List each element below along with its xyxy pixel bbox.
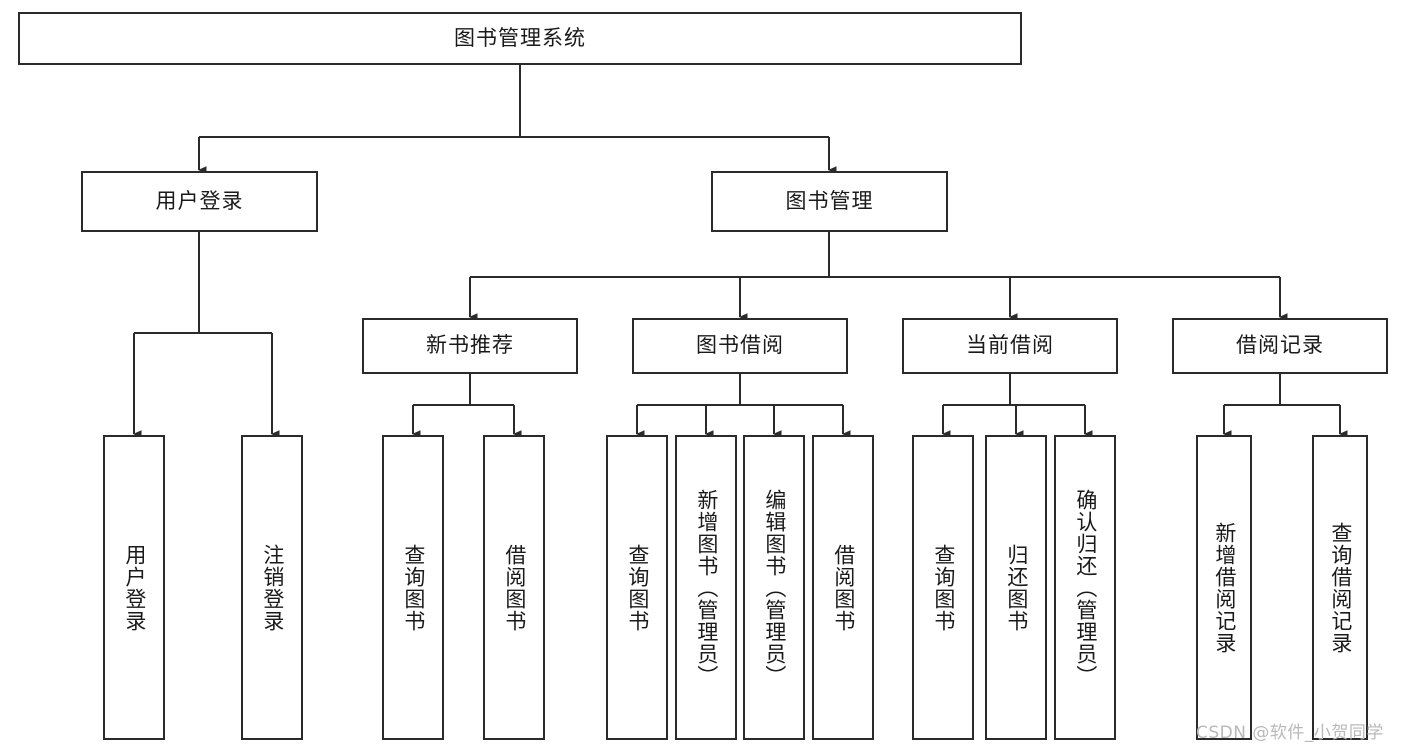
node-label: 注销登录 <box>260 543 285 632</box>
node-label: 图书借阅 <box>696 333 784 358</box>
node-label: 新增借阅记录 <box>1212 521 1237 654</box>
node-leaf-rec-query[interactable]: 查询图书 <box>382 435 444 740</box>
node-root[interactable]: 图书管理系统 <box>18 12 1022 65</box>
connector-lines <box>132 65 1348 438</box>
node-leaf-bb-query[interactable]: 查询图书 <box>606 435 668 740</box>
node-leaf-rec-borrow[interactable]: 借阅图书 <box>483 435 545 740</box>
node-label: 归还图书 <box>1004 543 1029 632</box>
node-label: 图书管理系统 <box>454 25 586 50</box>
node-leaf-bb-edit[interactable]: 编辑图书（管理员） <box>743 435 805 740</box>
node-borrow-record[interactable]: 借阅记录 <box>1172 318 1388 374</box>
node-leaf-br-query[interactable]: 查询借阅记录 <box>1312 435 1368 740</box>
node-leaf-bb-borrow[interactable]: 借阅图书 <box>812 435 874 740</box>
node-label: 查询借阅记录 <box>1328 521 1353 654</box>
node-leaf-cb-return[interactable]: 归还图书 <box>985 435 1047 740</box>
node-label: 用户登录 <box>155 188 244 213</box>
node-label: 借阅记录 <box>1236 333 1324 358</box>
node-label: 借阅图书 <box>502 543 527 632</box>
node-leaf-user-login[interactable]: 用户登录 <box>103 435 165 740</box>
node-current-borrow[interactable]: 当前借阅 <box>902 318 1118 374</box>
node-leaf-bb-add[interactable]: 新增图书（管理员） <box>675 435 737 740</box>
node-label: 当前借阅 <box>966 333 1054 358</box>
csdn-watermark: CSDN @软件_小贺同学 <box>1196 723 1384 743</box>
node-label: 确认归还（管理员） <box>1073 488 1098 687</box>
node-label: 用户登录 <box>122 543 147 632</box>
node-user-login[interactable]: 用户登录 <box>81 171 318 232</box>
node-label: 查询图书 <box>401 543 426 632</box>
node-label: 借阅图书 <box>831 543 856 632</box>
node-label: 新书推荐 <box>426 333 514 358</box>
node-book-borrow[interactable]: 图书借阅 <box>632 318 848 374</box>
node-label: 图书管理 <box>785 188 874 213</box>
node-leaf-br-add[interactable]: 新增借阅记录 <box>1196 435 1252 740</box>
node-label: 编辑图书（管理员） <box>762 488 787 687</box>
node-label: 查询图书 <box>625 543 650 632</box>
node-book-manage[interactable]: 图书管理 <box>711 171 948 232</box>
node-label: 查询图书 <box>931 543 956 632</box>
node-new-book-rec[interactable]: 新书推荐 <box>362 318 578 374</box>
node-leaf-cb-query[interactable]: 查询图书 <box>912 435 974 740</box>
node-label: 新增图书（管理员） <box>694 488 719 687</box>
node-leaf-user-logout[interactable]: 注销登录 <box>241 435 303 740</box>
node-leaf-cb-confirm[interactable]: 确认归还（管理员） <box>1054 435 1116 740</box>
